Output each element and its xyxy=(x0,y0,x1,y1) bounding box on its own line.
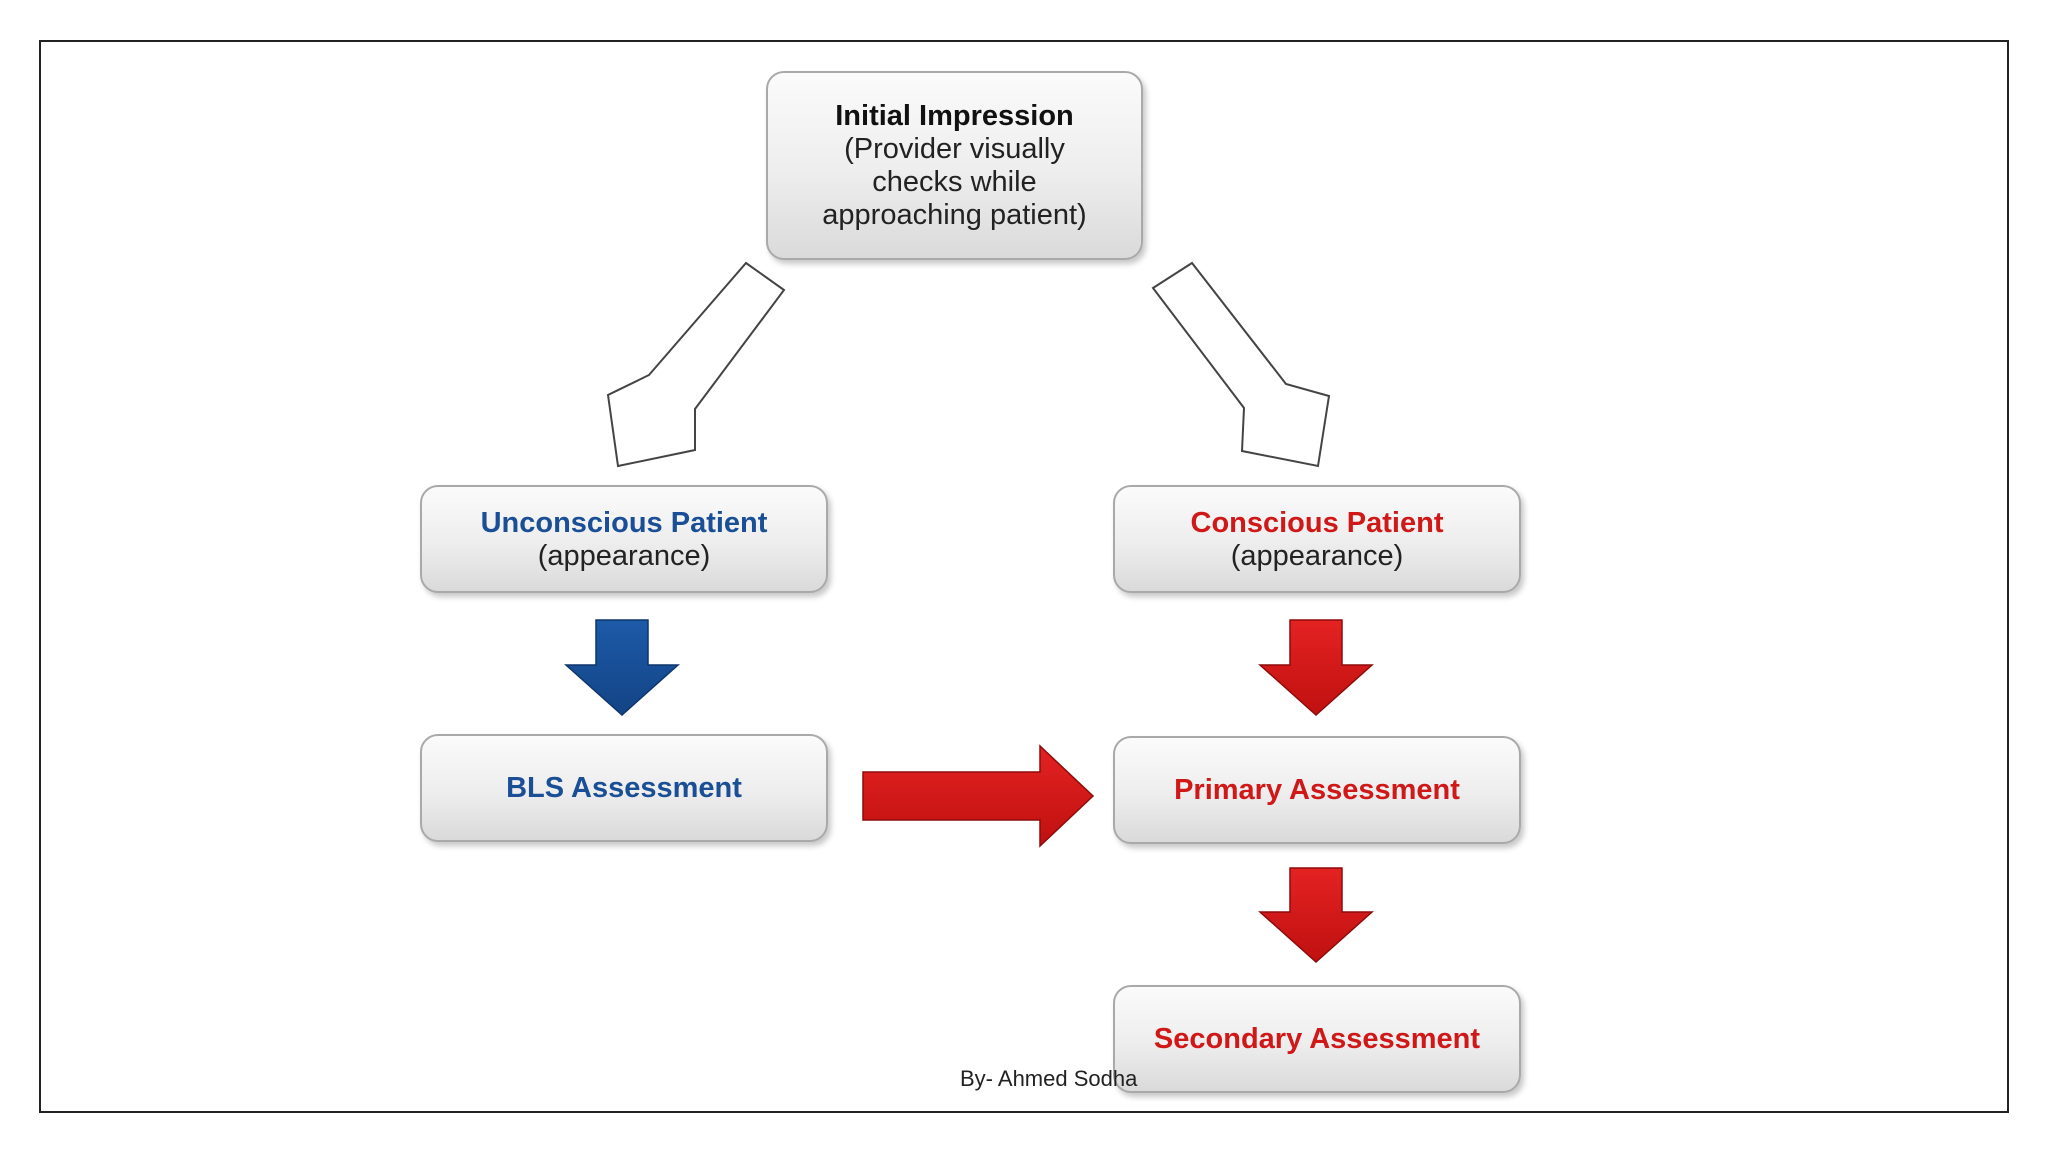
red-arrow-right xyxy=(862,744,1095,848)
secondary-assessment-box: Secondary Assessment xyxy=(1113,985,1521,1093)
bls-assessment-box: BLS Assessment xyxy=(420,734,828,842)
primary-assessment-title: Primary Assessment xyxy=(1174,774,1460,806)
conscious-patient-title: Conscious Patient xyxy=(1190,506,1444,539)
blue-arrow-down xyxy=(564,619,680,717)
unconscious-patient-title: Unconscious Patient xyxy=(480,506,768,539)
unconscious-patient-box: Unconscious Patient (appearance) xyxy=(420,485,828,593)
primary-assessment-box: Primary Assessment xyxy=(1113,736,1521,844)
initial-impression-box: Initial Impression (Provider visually ch… xyxy=(766,71,1143,260)
conscious-patient-box: Conscious Patient (appearance) xyxy=(1113,485,1521,593)
unconscious-patient-subtitle: (appearance) xyxy=(537,539,711,572)
initial-impression-title: Initial Impression xyxy=(835,100,1074,132)
secondary-assessment-title: Secondary Assessment xyxy=(1153,1023,1481,1055)
hollow-arrow-right xyxy=(1151,261,1331,468)
bls-assessment-title: BLS Assessment xyxy=(506,772,742,804)
red-arrow-down-2 xyxy=(1258,867,1374,964)
footer-credit: By- Ahmed Sodha xyxy=(960,1066,1138,1091)
conscious-patient-subtitle: (appearance) xyxy=(1230,539,1404,572)
hollow-arrow-left xyxy=(606,261,786,468)
initial-impression-subtitle: (Provider visually checks while approach… xyxy=(822,133,1087,231)
red-arrow-down-1 xyxy=(1258,619,1374,717)
